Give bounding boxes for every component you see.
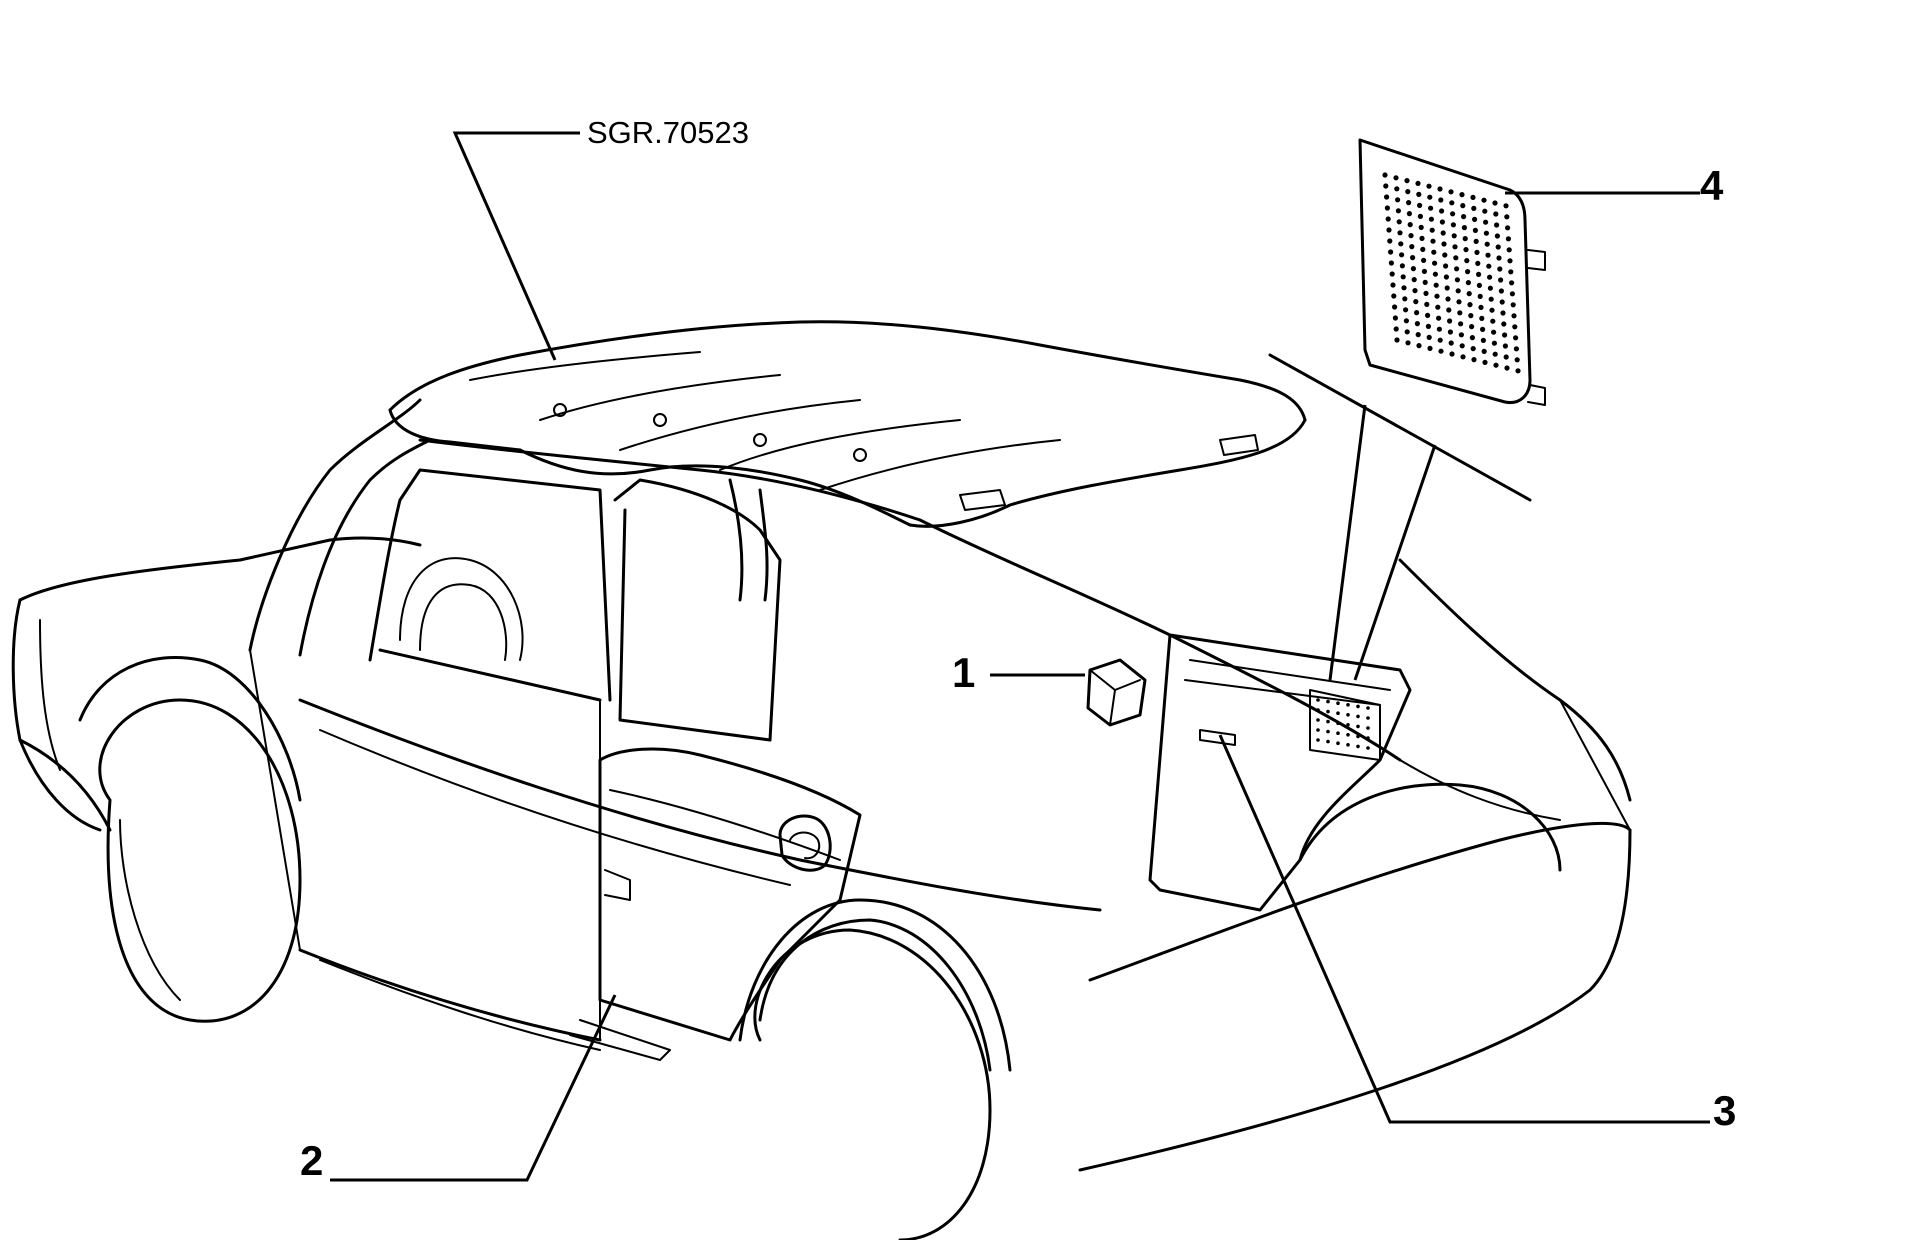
part-3-grille [1309, 689, 1381, 761]
callout-4: 4 [1700, 162, 1724, 209]
headliner-part [388, 320, 1307, 528]
part-4-speaker-grille [1358, 138, 1546, 406]
part-2-quarter-trim [598, 747, 862, 1042]
leader-lines [330, 131, 1710, 1182]
car-body [11, 398, 1632, 1240]
callout-1: 1 [952, 649, 975, 696]
guide-line [1268, 353, 1532, 502]
grille-perforations [1382, 172, 1521, 374]
part-3-quarter-trim [1148, 633, 1562, 912]
callout-3: 3 [1713, 1087, 1736, 1134]
reference-code-label: SGR.70523 [587, 115, 749, 150]
callout-2: 2 [300, 1137, 323, 1184]
part-1-clip [1086, 658, 1147, 727]
